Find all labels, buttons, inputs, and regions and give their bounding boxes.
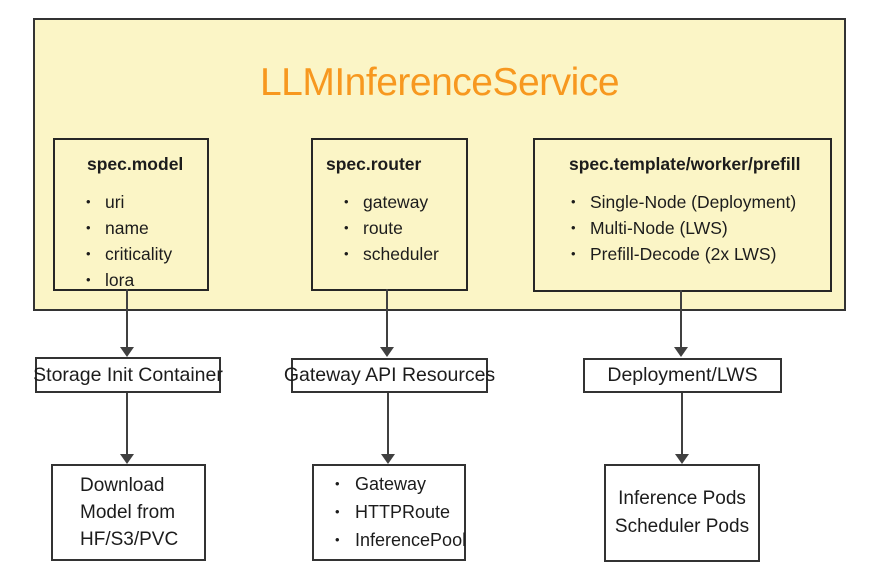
bullet-icon: •: [86, 246, 91, 261]
list-item-text: HTTPRoute: [355, 501, 451, 522]
list-item: • uri: [86, 190, 207, 216]
list-item: • scheduler: [344, 242, 466, 268]
list-item: • Multi-Node (LWS): [571, 216, 830, 242]
download-model-line: Model from: [80, 502, 176, 523]
list-item: • name: [86, 216, 207, 242]
deployment-lws-label: Deployment/LWS: [607, 364, 758, 386]
list-item: • Single-Node (Deployment): [571, 190, 830, 216]
storage-init-container-box: Storage Init Container: [33, 357, 223, 393]
arrow-gateway-to-resources: [381, 393, 395, 464]
bullet-icon: •: [86, 272, 91, 287]
download-model-box: Download Model from HF/S3/PVC: [51, 464, 206, 561]
diagram-title: LLMInferenceService: [259, 61, 620, 104]
storage-init-container-label: Storage Init Container: [33, 363, 223, 386]
bullet-icon: •: [335, 503, 340, 519]
list-item-text: Single-Node (Deployment): [590, 192, 797, 212]
spec-router-title: spec.router: [326, 154, 422, 174]
list-item: • HTTPRoute: [314, 499, 464, 527]
arrow-deployment-to-pods: [675, 393, 689, 464]
list-item: • Gateway: [314, 471, 464, 499]
spec-template-worker-prefill-box: spec.template/worker/prefill • Single-Nod…: [533, 138, 832, 292]
gateway-api-resources-label: Gateway API Resources: [283, 364, 496, 386]
spec-model-box: spec.model • uri • name • criticality • lora: [53, 138, 209, 291]
gateway-resources-list-box: • Gateway • HTTPRoute • InferencePool: [312, 464, 466, 561]
bullet-icon: •: [86, 220, 91, 235]
list-item-text: route: [363, 218, 403, 238]
llm-inference-service-container: LLMInferenceService spec.model • uri • nam…: [33, 18, 846, 311]
list-item: • criticality: [86, 242, 207, 268]
arrow-router-to-gateway: [380, 289, 394, 357]
deployment-lws-box: Deployment/LWS: [583, 358, 782, 393]
list-item: • gateway: [344, 190, 466, 216]
list-item-text: lora: [105, 270, 135, 290]
list-item-text: Gateway: [355, 473, 427, 494]
spec-template-list: • Single-Node (Deployment) • Multi-Node (L…: [535, 190, 830, 268]
arrow-model-to-storage: [120, 289, 134, 357]
list-item: • route: [344, 216, 466, 242]
bullet-icon: •: [344, 194, 349, 209]
bullet-icon: •: [344, 220, 349, 235]
inference-pods-box: Inference Pods Scheduler Pods: [604, 464, 760, 562]
arrow-storage-to-download: [120, 393, 134, 464]
list-item-text: criticality: [105, 244, 173, 264]
bullet-icon: •: [335, 475, 340, 491]
inference-pods-line: Inference Pods: [618, 488, 746, 509]
gateway-api-resources-box: Gateway API Resources: [284, 358, 495, 393]
list-item-text: scheduler: [363, 244, 439, 264]
bullet-icon: •: [335, 531, 340, 547]
spec-model-list: • uri • name • criticality • lora: [55, 190, 207, 294]
spec-model-title: spec.model: [87, 154, 184, 174]
bullet-icon: •: [571, 194, 576, 209]
bullet-icon: •: [86, 194, 91, 209]
spec-router-list: • gateway • route • scheduler: [313, 190, 466, 268]
list-item-text: gateway: [363, 192, 429, 212]
list-item-text: Prefill-Decode (2x LWS): [590, 244, 777, 264]
inference-pods-line: Scheduler Pods: [614, 516, 750, 537]
list-item-text: name: [105, 218, 149, 238]
bullet-icon: •: [344, 246, 349, 261]
arrow-template-to-deployment: [674, 290, 688, 357]
list-item-text: InferencePool: [355, 529, 467, 550]
list-item-text: uri: [105, 192, 125, 212]
spec-template-title: spec.template/worker/prefill: [569, 154, 801, 174]
list-item: • lora: [86, 268, 207, 294]
bullet-icon: •: [571, 246, 576, 261]
download-model-line: HF/S3/PVC: [80, 529, 179, 550]
list-item-text: Multi-Node (LWS): [590, 218, 728, 238]
download-model-line: Download: [80, 475, 165, 496]
list-item: • Prefill-Decode (2x LWS): [571, 242, 830, 268]
list-item: • InferencePool: [314, 527, 467, 555]
spec-router-box: spec.router • gateway • route • scheduler: [311, 138, 468, 291]
bullet-icon: •: [571, 220, 576, 235]
